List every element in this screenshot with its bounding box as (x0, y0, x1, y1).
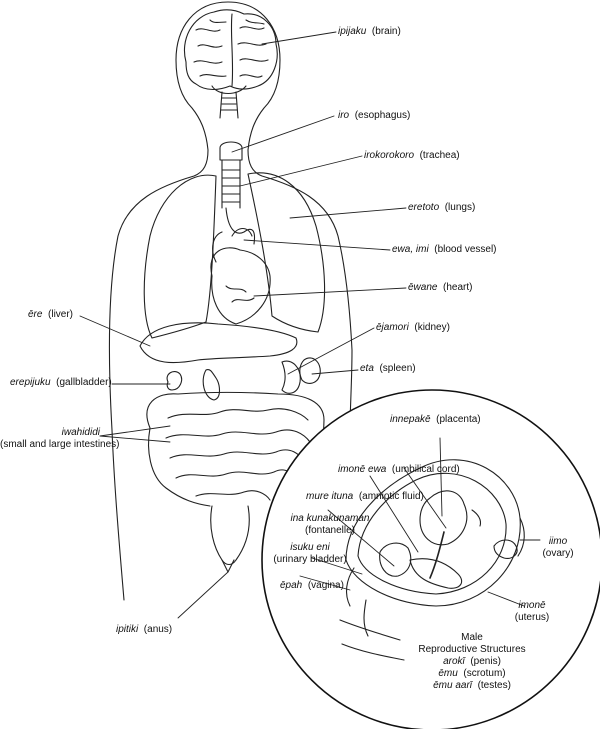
brain-shape (184, 9, 278, 119)
term-spleen: eta (360, 363, 374, 374)
term-brain: ipijaku (338, 26, 367, 37)
term-gallbladder: erepijuku (10, 377, 51, 388)
term-anus: ipitiki (116, 624, 139, 635)
kidney-shape (202, 360, 301, 401)
label-placenta: innepakē (placenta) (390, 414, 481, 426)
label-intestines: iwahididi (small and large intestines) (0, 427, 120, 451)
gloss-heart: (heart) (443, 282, 473, 293)
label-trachea: irokorokoro (trachea) (364, 150, 460, 162)
gloss-uterus: (uterus) (514, 612, 550, 623)
gloss-testes: (testes) (477, 680, 511, 691)
label-lungs: eretoto (lungs) (408, 202, 475, 214)
term-uterus: imonē (518, 600, 546, 611)
label-spleen: eta (spleen) (360, 363, 416, 375)
gloss-lungs: (lungs) (444, 202, 476, 213)
label-esophagus: iro (esophagus) (338, 110, 410, 122)
label-gallbladder: erepijuku (gallbladder) (10, 377, 112, 389)
term-kidney: ējamori (376, 322, 409, 333)
male-reproductive-box: Male Reproductive Structures arokī (peni… (402, 632, 542, 692)
male-title-line1: Male (461, 632, 483, 643)
spleen-shape (299, 357, 321, 384)
gloss-ovary: (ovary) (542, 548, 574, 559)
label-ovary: iimo (ovary) (536, 536, 580, 560)
leader-lines (79, 31, 541, 619)
gloss-spleen: (spleen) (379, 363, 416, 374)
label-amniotic-fluid: mure ituna (amniotic fluid) (306, 491, 424, 503)
gloss-umbilical-cord: (umbilical cord) (391, 464, 460, 475)
gloss-gallbladder: (gallbladder) (56, 377, 112, 388)
term-blood-vessel: ewa, imi (392, 244, 429, 255)
gloss-trachea: (trachea) (419, 150, 460, 161)
label-blood-vessel: ewa, imi (blood vessel) (392, 244, 497, 256)
gallbladder-shape (166, 371, 183, 391)
gloss-brain: (brain) (371, 26, 401, 37)
gloss-intestines: (small and large intestines) (0, 439, 120, 450)
male-item-testes: ēmu aarī (testes) (402, 680, 542, 692)
term-heart: ēwane (408, 282, 438, 293)
male-title-line2: Reproductive Structures (418, 644, 526, 655)
label-brain: ipijaku (brain) (338, 26, 401, 38)
gloss-liver: (liver) (48, 309, 74, 320)
label-heart: ēwane (heart) (408, 282, 472, 294)
label-urinary-bladder: isuku eni (urinary bladder) (270, 542, 350, 566)
term-esophagus: iro (338, 110, 350, 121)
label-vagina: ēpah (vagina) (280, 580, 344, 592)
term-urinary-bladder: isuku eni (290, 542, 330, 553)
gloss-blood-vessel: (blood vessel) (434, 244, 497, 255)
term-trachea: irokorokoro (364, 150, 415, 161)
label-anus: ipitiki (anus) (116, 624, 172, 636)
gloss-kidney: (kidney) (414, 322, 450, 333)
pregnancy-inset (261, 389, 600, 729)
label-fontanelle: ina kunakunaman (fontanelle) (280, 513, 380, 537)
term-testes: ēmu aarī (433, 680, 472, 691)
male-item-scrotum: ēmu (scrotum) (402, 668, 542, 680)
gloss-urinary-bladder: (urinary bladder) (273, 554, 347, 565)
gloss-scrotum: (scrotum) (463, 668, 506, 679)
label-umbilical-cord: imonē ewa (umbilical cord) (338, 464, 460, 476)
rectum-shape (210, 505, 250, 573)
term-scrotum: ēmu (438, 668, 458, 679)
term-placenta: innepakē (390, 414, 431, 425)
gloss-vagina: (vagina) (307, 580, 344, 591)
term-ovary: iimo (548, 536, 568, 547)
label-liver: ēre (liver) (28, 309, 73, 321)
gloss-anus: (anus) (143, 624, 173, 635)
label-uterus: imonē (uterus) (504, 600, 560, 624)
label-kidney: ējamori (kidney) (376, 322, 450, 334)
term-fontanelle: ina kunakunaman (290, 513, 370, 524)
gloss-penis: (penis) (470, 656, 501, 667)
gloss-amniotic-fluid: (amniotic fluid) (358, 491, 424, 502)
term-penis: arokī (443, 656, 465, 667)
term-vagina: ēpah (280, 580, 303, 591)
gloss-fontanelle: (fontanelle) (304, 525, 356, 536)
term-amniotic-fluid: mure ituna (306, 491, 354, 502)
heart-shape (210, 227, 271, 325)
term-umbilical-cord: imonē ewa (338, 464, 387, 475)
male-item-penis: arokī (penis) (402, 656, 542, 668)
lungs-shape (143, 172, 326, 339)
term-intestines: iwahididi (61, 427, 100, 438)
term-lungs: eretoto (408, 202, 440, 213)
gloss-esophagus: (esophagus) (354, 110, 411, 121)
liver-shape (139, 322, 298, 364)
gloss-placenta: (placenta) (436, 414, 481, 425)
trachea-shape (219, 141, 256, 245)
term-liver: ēre (28, 309, 43, 320)
